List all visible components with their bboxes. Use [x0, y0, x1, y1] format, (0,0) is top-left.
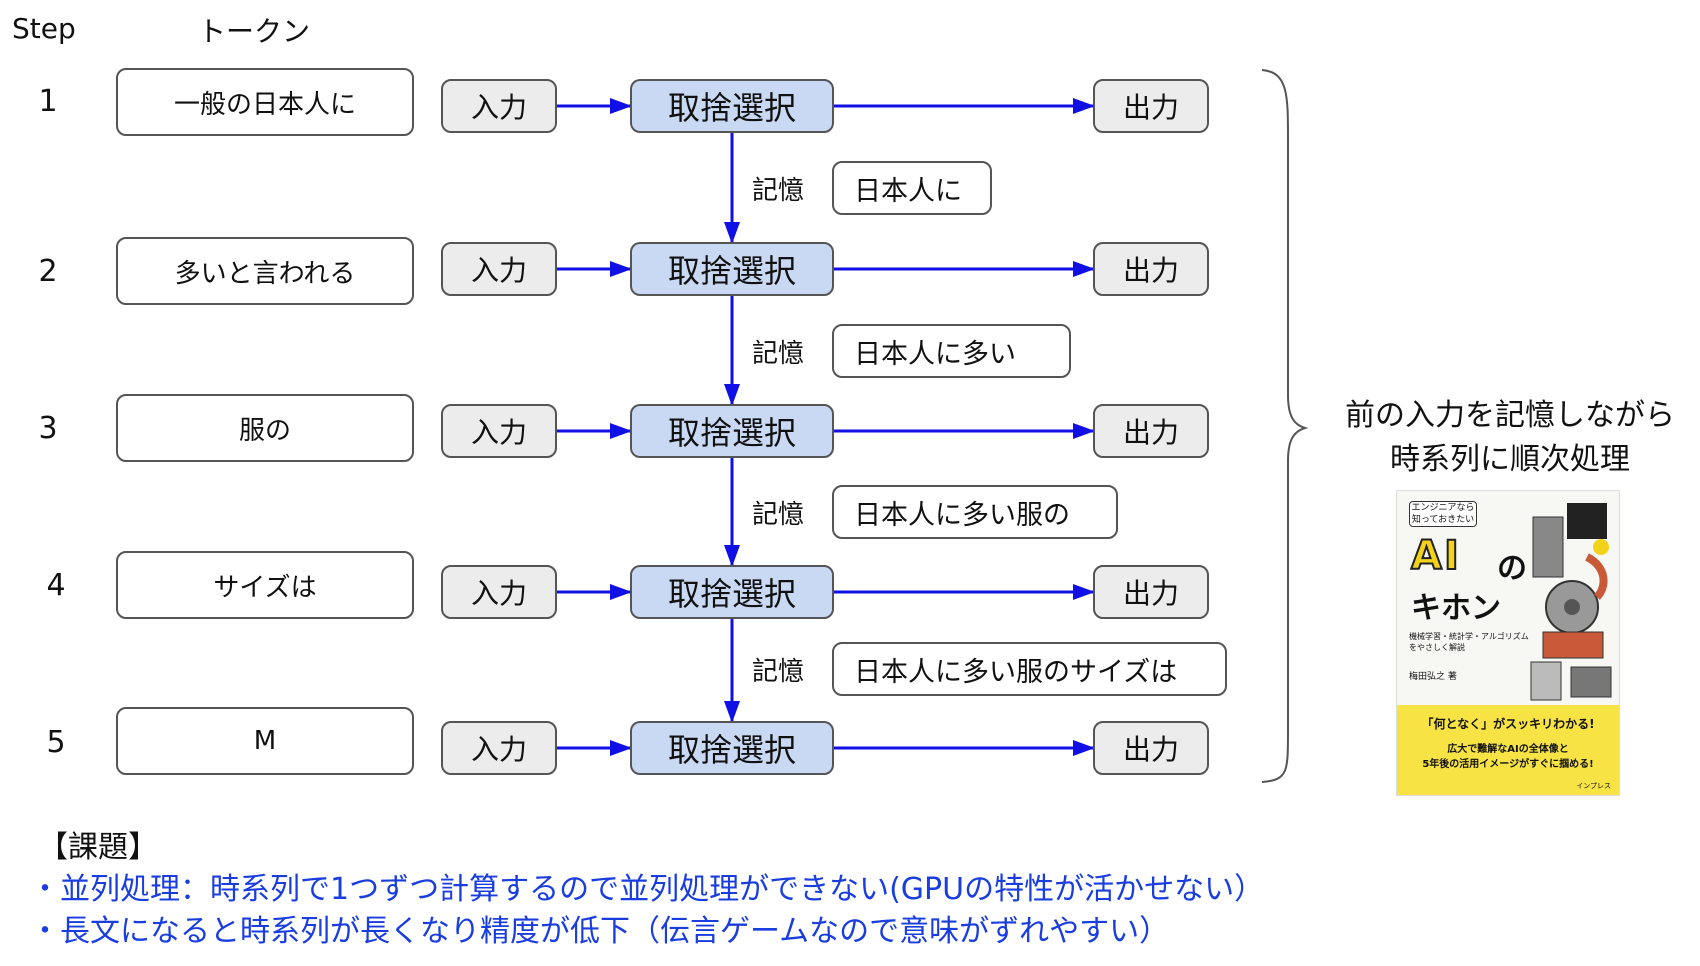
book-title-no: の	[1497, 551, 1527, 586]
process-box: 取捨選択	[630, 565, 834, 619]
book-description: 機械学習・統計学・アルゴリズムをやさしく解説	[1409, 632, 1529, 652]
step-number: 1	[38, 84, 58, 119]
process-box: 取捨選択	[630, 404, 834, 458]
side-note-line2: 時系列に順次処理	[1390, 442, 1630, 477]
book-cover: エンジニアなら知っておきたい AI の キホン 機械学習・統計学・アルゴリズムを…	[1396, 490, 1620, 796]
machine-illustration	[1530, 503, 1612, 701]
step-header: Step	[12, 12, 76, 45]
book-publisher: インプレス	[1576, 782, 1611, 790]
book-band-line1: 「何となく」がスッキリわかる!	[1421, 717, 1595, 731]
input-box: 入力	[441, 565, 557, 619]
memory-box: 日本人に多い服の	[832, 485, 1118, 539]
step-number: 3	[38, 411, 58, 446]
issues-title: 【課題】	[38, 830, 158, 865]
memory-box: 日本人に多い	[832, 324, 1071, 378]
step-number: 5	[46, 725, 66, 760]
token-box: 多いと言われる	[116, 237, 414, 305]
output-box: 出力	[1093, 404, 1209, 458]
input-box: 入力	[441, 79, 557, 133]
book-band-line2: 広大で難解なAIの全体像と	[1447, 744, 1569, 755]
token-box: 服の	[116, 394, 414, 462]
token-header: トークン	[198, 15, 311, 48]
memory-box: 日本人に多い服のサイズは	[832, 642, 1227, 696]
step-number: 4	[46, 568, 66, 603]
book-band: 「何となく」がスッキリわかる! 広大で難解なAIの全体像と 5年後の活用イメージ…	[1397, 705, 1619, 795]
memory-box: 日本人に	[832, 161, 992, 215]
output-box: 出力	[1093, 721, 1209, 775]
memory-label: 記憶	[752, 176, 805, 206]
right-brace	[1261, 69, 1309, 783]
memory-label: 記憶	[752, 339, 805, 369]
book-author: 梅田弘之 著	[1409, 672, 1457, 682]
process-box: 取捨選択	[630, 721, 834, 775]
process-box: 取捨選択	[630, 242, 834, 296]
memory-label: 記憶	[752, 657, 805, 687]
issue-item: ・並列処理：時系列で1つずつ計算するので並列処理ができない(GPUの特性が活かせ…	[30, 872, 1265, 907]
issue-item: ・長文になると時系列が長くなり精度が低下（伝言ゲームなので意味がずれやすい）	[30, 914, 1170, 949]
input-box: 入力	[441, 721, 557, 775]
book-title-rest: キホン	[1411, 591, 1501, 626]
token-box: サイズは	[116, 551, 414, 619]
output-box: 出力	[1093, 79, 1209, 133]
input-box: 入力	[441, 242, 557, 296]
memory-label: 記憶	[752, 500, 805, 530]
book-band-line3: 5年後の活用イメージがすぐに掴める!	[1422, 759, 1594, 770]
book-subtitle: エンジニアなら知っておきたい	[1409, 501, 1477, 527]
output-box: 出力	[1093, 565, 1209, 619]
input-box: 入力	[441, 404, 557, 458]
process-box: 取捨選択	[630, 79, 834, 133]
token-box: 一般の日本人に	[116, 68, 414, 136]
book-title-ai: AI	[1410, 532, 1461, 580]
side-note: 前の入力を記憶しながら 時系列に順次処理	[1320, 394, 1700, 482]
token-box: M	[116, 707, 414, 775]
step-number: 2	[38, 254, 58, 289]
side-note-line1: 前の入力を記憶しながら	[1345, 398, 1675, 433]
book-band-lines: 広大で難解なAIの全体像と 5年後の活用イメージがすぐに掴める!	[1397, 742, 1619, 772]
output-box: 出力	[1093, 242, 1209, 296]
